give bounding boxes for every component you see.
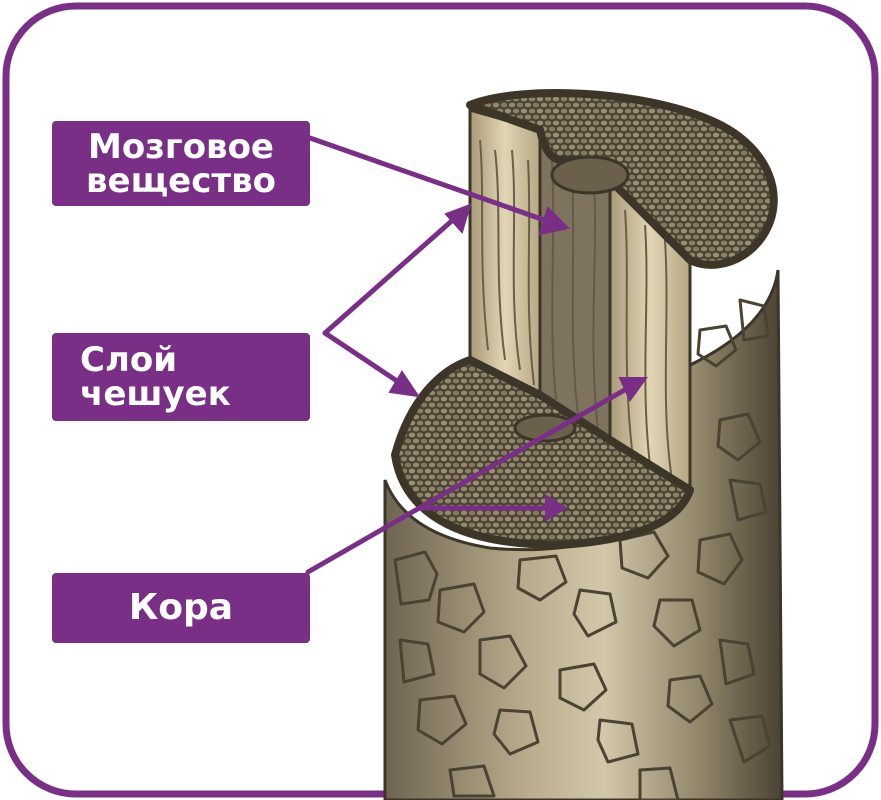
medulla-core-top — [550, 155, 630, 195]
arrow-cortex-lower-head — [545, 494, 568, 522]
label-cuticle: Слой чешуек — [52, 333, 310, 421]
label-medulla-text: Мозговое вещество — [86, 126, 276, 201]
arrow-cuticle-upper — [322, 215, 458, 336]
label-cortex: Кора — [52, 573, 310, 643]
arrow-medulla — [307, 135, 553, 225]
label-cuticle-text: Слой чешуек — [80, 340, 231, 414]
arrow-cuticle-lower — [322, 330, 406, 388]
lower-cross-section — [391, 356, 694, 549]
cortex-longitudinal-section — [468, 108, 692, 493]
arrow-medulla-head — [538, 206, 571, 236]
medulla-core-bottom — [513, 413, 577, 443]
arrow-cortex-upper — [305, 385, 631, 575]
upper-cross-section — [466, 89, 778, 269]
arrow-cuticle-upper-head — [444, 203, 472, 235]
label-medulla: Мозговое вещество — [52, 121, 310, 206]
label-cortex-text: Кора — [128, 587, 234, 628]
arrow-cortex-upper-head — [618, 377, 648, 402]
cuticle-scales — [393, 298, 772, 800]
arrow-cuticle-lower-head — [388, 370, 421, 398]
pointer-arrows — [305, 135, 648, 575]
